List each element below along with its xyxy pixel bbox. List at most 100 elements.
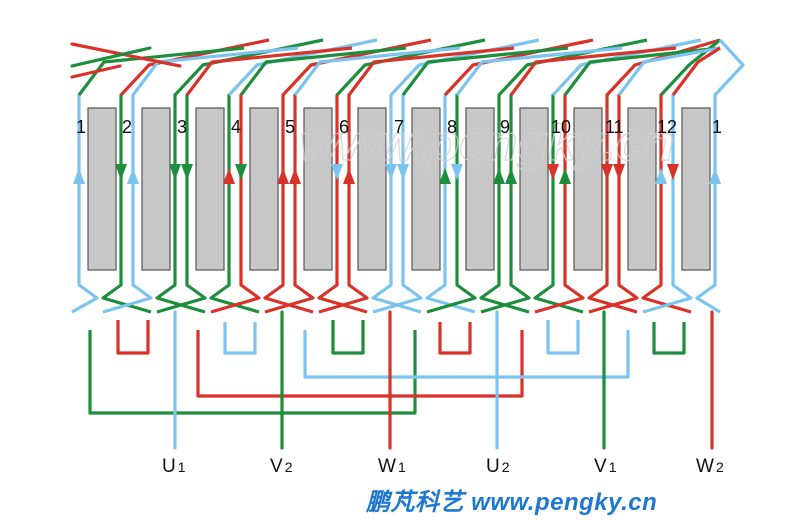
- arrow-up-icon: [559, 168, 571, 184]
- terminal-letter: U: [486, 456, 500, 477]
- end-winding-top: [617, 46, 721, 96]
- slot-number: 11: [605, 117, 624, 137]
- stator-tooth: [627, 107, 657, 271]
- end-winding-bottom: [480, 283, 531, 314]
- jumper-connection: [652, 322, 686, 355]
- terminal-letter: V: [594, 456, 607, 477]
- end-winding-bottom: [317, 283, 368, 314]
- stator-tooth: [249, 107, 279, 271]
- arrow-down-icon: [181, 164, 193, 180]
- arrow-down-icon: [667, 164, 679, 180]
- slot-number: 12: [657, 117, 677, 137]
- terminal-subscript: 1: [398, 459, 406, 475]
- slot-number: 10: [551, 117, 571, 137]
- slot-number: 5: [285, 117, 295, 137]
- stator-tooth: [681, 107, 711, 271]
- arrow-down-icon: [331, 164, 343, 180]
- terminal-letter: U: [162, 456, 176, 477]
- end-winding-bottom: [695, 283, 721, 314]
- jumper-connection: [223, 322, 257, 355]
- watermark-text: www.pengky.cn: [300, 115, 674, 171]
- end-winding-bottom: [425, 283, 476, 314]
- arrow-down-icon: [547, 164, 559, 180]
- end-winding-bottom: [155, 283, 206, 314]
- end-winding-bottom: [587, 283, 638, 314]
- end-winding-top: [713, 38, 745, 97]
- end-winding-top: [239, 46, 407, 96]
- stator-tooth: [357, 107, 387, 271]
- end-winding-bottom: [210, 283, 261, 314]
- stator-tooth: [141, 107, 171, 271]
- end-winding-top: [347, 46, 515, 96]
- end-winding-bottom: [264, 283, 315, 314]
- end-winding-bottom: [372, 283, 423, 314]
- arrow-down-icon: [115, 164, 127, 180]
- terminal-letter: V: [270, 456, 283, 477]
- coil-wires: [70, 38, 745, 450]
- terminal-subscript: 2: [716, 459, 724, 475]
- end-winding-bottom: [209, 283, 260, 314]
- end-winding-top: [70, 46, 152, 68]
- end-winding-top: [455, 46, 623, 96]
- end-winding-bottom: [642, 283, 693, 314]
- footer-credit: 鹏芃科艺 www.pengky.cn: [366, 489, 658, 516]
- terminal-subscript: 1: [178, 459, 186, 475]
- arrow-up-icon: [505, 168, 517, 184]
- arrow-up-icon: [709, 168, 721, 184]
- end-winding-bottom: [263, 283, 314, 314]
- end-winding-bottom: [533, 283, 584, 314]
- arrow-up-icon: [655, 168, 667, 184]
- arrow-up-icon: [277, 168, 289, 184]
- arrow-down-icon: [451, 164, 463, 180]
- end-winding-bottom: [534, 283, 585, 314]
- terminal-subscript: 1: [609, 459, 617, 475]
- arrow-down-icon: [235, 164, 247, 180]
- slot-number: 1: [76, 117, 86, 137]
- bus-connection: [88, 330, 417, 415]
- slot-number: 4: [231, 117, 241, 137]
- arrow-up-icon: [223, 168, 235, 184]
- terminal-letter: W: [696, 456, 714, 477]
- end-winding-bottom: [641, 283, 692, 314]
- end-winding-top: [509, 46, 677, 96]
- arrow-up-icon: [289, 168, 301, 184]
- end-winding-bottom: [71, 283, 99, 314]
- bus-connection: [196, 330, 524, 398]
- stator-tooth: [87, 107, 117, 271]
- arrow-up-icon: [73, 168, 85, 184]
- end-winding-bottom: [102, 283, 153, 314]
- jumper-connection: [546, 320, 580, 355]
- jumper-connection: [438, 322, 472, 355]
- stator-tooth: [411, 107, 441, 271]
- arrow-down-icon: [397, 164, 409, 180]
- slot-number: 3: [177, 117, 187, 137]
- slot-number: 9: [500, 117, 510, 137]
- arrow-down-icon: [385, 164, 397, 180]
- stator-tooth: [573, 107, 603, 271]
- stator-tooth: [519, 107, 549, 271]
- end-winding-bottom: [426, 283, 477, 314]
- end-winding-bottom: [479, 283, 530, 314]
- end-winding-top: [70, 64, 122, 79]
- arrow-down-icon: [601, 164, 613, 180]
- arrow-up-icon: [127, 168, 139, 184]
- end-winding-top: [605, 38, 721, 97]
- end-winding-bottom: [588, 283, 639, 314]
- slot-number: 6: [339, 117, 349, 137]
- jumper-connection: [331, 320, 365, 355]
- arrow-up-icon: [343, 168, 355, 184]
- jumper-connection: [116, 320, 150, 355]
- bus-connection: [303, 330, 630, 379]
- end-winding-top: [185, 46, 353, 96]
- end-winding-top: [401, 46, 569, 96]
- end-winding-top: [671, 46, 721, 96]
- slot-number: 8: [447, 117, 457, 137]
